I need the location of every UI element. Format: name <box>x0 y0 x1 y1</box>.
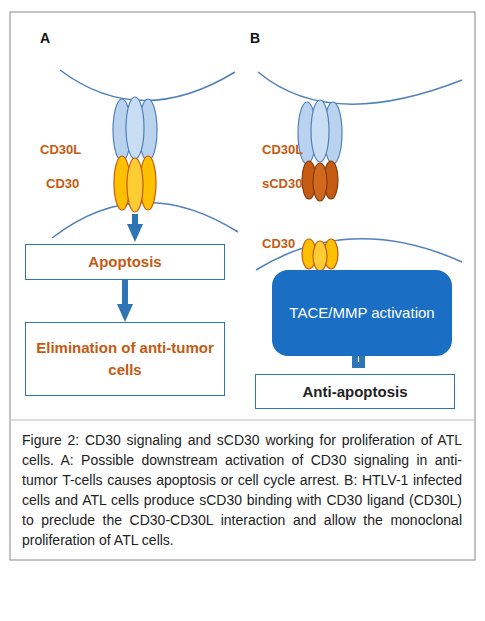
flow-arrow <box>355 356 362 365</box>
cd30l-subunit <box>126 97 144 159</box>
cd30-subunit <box>127 158 143 212</box>
molecule-name: sCD30 <box>262 176 302 191</box>
cell-membrane <box>258 72 462 104</box>
molecule-name: CD30 <box>262 236 295 251</box>
box-text: Apoptosis <box>80 251 169 273</box>
panel-letter: A <box>40 30 50 46</box>
panel-letter: B <box>250 30 260 46</box>
outcome-box: Anti-apoptosis <box>255 374 455 409</box>
cell-membrane <box>60 70 235 101</box>
box-text: TACE/MMP activation <box>281 303 442 323</box>
caption-divider <box>10 420 475 421</box>
box-text: Elimination of anti-tumor cells <box>26 337 224 381</box>
outcome-box: Elimination of anti-tumor cells <box>25 322 225 396</box>
figure-frame <box>10 12 475 560</box>
molecule-name: CD30L <box>262 142 303 157</box>
process-box: Apoptosis <box>25 244 225 280</box>
molecule-name: CD30L <box>40 142 81 157</box>
flow-arrow <box>122 280 128 304</box>
signal-arrow <box>132 214 138 224</box>
cd30-subunit <box>313 241 327 271</box>
molecule-name: CD30 <box>46 176 79 191</box>
cd30l-subunit <box>311 100 329 162</box>
figure-caption: Figure 2: CD30 signaling and sCD30 worki… <box>22 430 462 550</box>
process-box: TACE/MMP activation <box>272 270 452 356</box>
scd30-subunit <box>313 163 327 201</box>
box-text: Anti-apoptosis <box>295 381 416 403</box>
